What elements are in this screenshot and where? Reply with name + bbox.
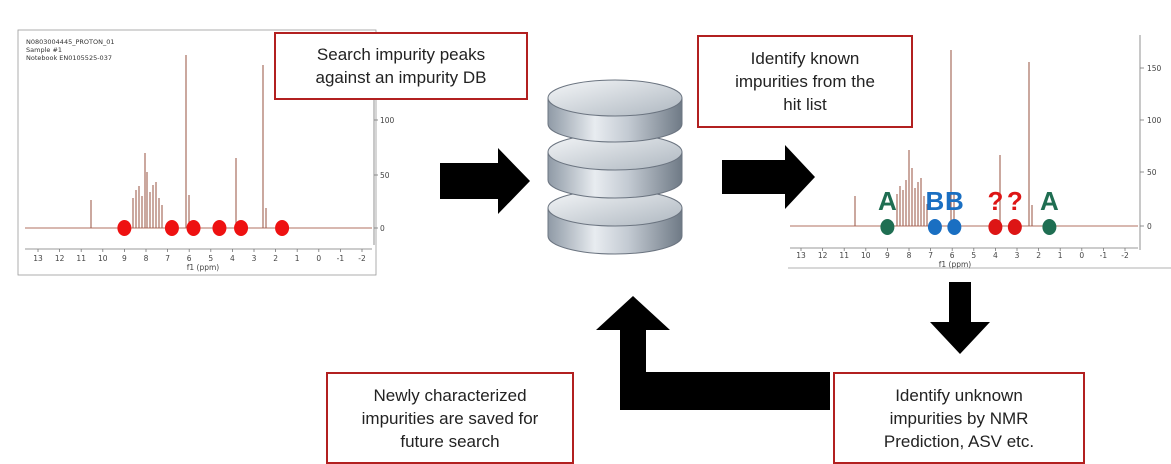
identify-known-step-box: Identify known impurities from the hit l… xyxy=(697,35,913,128)
x-tick-label: 1 xyxy=(295,254,300,263)
impurity-marker-dot xyxy=(880,219,895,235)
x-axis-label: f1 (ppm) xyxy=(187,263,220,272)
impurity-marker-label: B xyxy=(926,186,945,216)
impurity-marker-dot xyxy=(947,219,962,235)
x-tick-label: 11 xyxy=(76,254,86,263)
x-tick-label: 0 xyxy=(1079,251,1084,260)
box-line: impurities by NMR xyxy=(889,408,1029,428)
x-tick-label: -1 xyxy=(1100,251,1108,260)
y-tick-label: 50 xyxy=(1147,168,1157,177)
x-tick-label: 6 xyxy=(187,254,192,263)
x-tick-label: 10 xyxy=(861,251,871,260)
x-tick-label: 7 xyxy=(928,251,933,260)
impurity-dot xyxy=(275,220,290,236)
box-line: Newly characterized xyxy=(373,385,527,405)
database-icon xyxy=(547,79,683,255)
x-tick-label: 8 xyxy=(907,251,912,260)
box-line: impurities are saved for xyxy=(361,408,539,428)
y-tick-label: 50 xyxy=(380,171,390,180)
x-tick-label: 12 xyxy=(55,254,65,263)
box-line: against an impurity DB xyxy=(315,68,487,87)
x-tick-label: -2 xyxy=(1121,251,1129,260)
x-tick-label: 13 xyxy=(33,254,43,263)
x-tick-label: 2 xyxy=(1036,251,1041,260)
arrow-right-icon xyxy=(440,148,530,214)
x-tick-label: 9 xyxy=(122,254,127,263)
x-tick-label: 3 xyxy=(252,254,257,263)
spectrum-header-line-2: Sample #1 xyxy=(26,46,62,54)
box-line: impurities from the xyxy=(735,72,875,91)
impurity-dot xyxy=(234,220,249,236)
x-axis-label: f1 (ppm) xyxy=(939,260,972,269)
impurity-marker-label: A xyxy=(878,186,897,216)
y-tick-label: 0 xyxy=(1147,222,1152,231)
box-line: future search xyxy=(400,431,500,451)
impurity-marker-dot xyxy=(988,219,1003,235)
x-tick-label: 2 xyxy=(273,254,278,263)
box-line: hit list xyxy=(783,95,827,114)
x-tick-label: 8 xyxy=(144,254,149,263)
x-tick-label: 11 xyxy=(839,251,849,260)
spectrum-peaks xyxy=(854,50,1033,226)
x-tick-label: -2 xyxy=(358,254,366,263)
y-tick-label: 100 xyxy=(1147,116,1162,125)
x-tick-label: 4 xyxy=(993,251,998,260)
x-tick-label: 0 xyxy=(316,254,321,263)
impurity-peak-dots xyxy=(117,220,290,236)
impurity-marker-dot xyxy=(927,219,942,235)
spectrum-peaks xyxy=(90,55,267,228)
identify-unknown-step-box: Identify unknown impurities by NMR Predi… xyxy=(833,372,1085,464)
impurity-dot xyxy=(212,220,227,236)
arrow-right-icon xyxy=(722,145,815,209)
x-tick-label: 12 xyxy=(818,251,828,260)
y-tick-label: 0 xyxy=(380,224,385,233)
impurity-marker-dot xyxy=(1007,219,1022,235)
box-line: Prediction, ASV etc. xyxy=(883,431,1035,451)
box-line: Search impurity peaks xyxy=(316,45,486,64)
y-tick-label: 150 xyxy=(1147,64,1162,73)
search-step-box: Search impurity peaks against an impurit… xyxy=(274,32,528,100)
impurity-marker-label: A xyxy=(1040,186,1059,216)
impurity-dot xyxy=(117,220,132,236)
y-tick-label: 100 xyxy=(380,116,395,125)
x-tick-label: 7 xyxy=(165,254,170,263)
x-tick-label: -1 xyxy=(337,254,345,263)
x-tick-label: 9 xyxy=(885,251,890,260)
x-tick-label: 6 xyxy=(950,251,955,260)
x-tick-label: 4 xyxy=(230,254,235,263)
box-line: Identify unknown xyxy=(895,385,1023,405)
arrow-return-icon xyxy=(596,296,830,410)
x-tick-label: 5 xyxy=(208,254,213,263)
spectrum-header-line-1: N0803004445_PROTON_01 xyxy=(26,38,115,46)
impurity-marker-label: ? xyxy=(987,186,1003,216)
x-tick-label: 3 xyxy=(1015,251,1020,260)
spectrum-header-line-3: Notebook EN0105525-037 xyxy=(26,54,112,62)
impurity-marker-label: B xyxy=(945,186,964,216)
impurity-marker-label: ? xyxy=(1007,186,1023,216)
x-tick-label: 5 xyxy=(971,251,976,260)
x-tick-label: 10 xyxy=(98,254,108,263)
box-line: Identify known xyxy=(750,49,860,68)
x-tick-label: 1 xyxy=(1058,251,1063,260)
newly-characterized-step-box: Newly characterized impurities are saved… xyxy=(326,372,574,464)
spectrum-left: N0803004445_PROTON_01 Sample #1 Notebook… xyxy=(17,29,395,276)
impurity-dot xyxy=(186,220,201,236)
x-tick-label: 13 xyxy=(796,251,806,260)
impurity-dot xyxy=(164,220,179,236)
impurity-marker-dot xyxy=(1042,219,1057,235)
arrow-down-icon xyxy=(930,282,990,354)
